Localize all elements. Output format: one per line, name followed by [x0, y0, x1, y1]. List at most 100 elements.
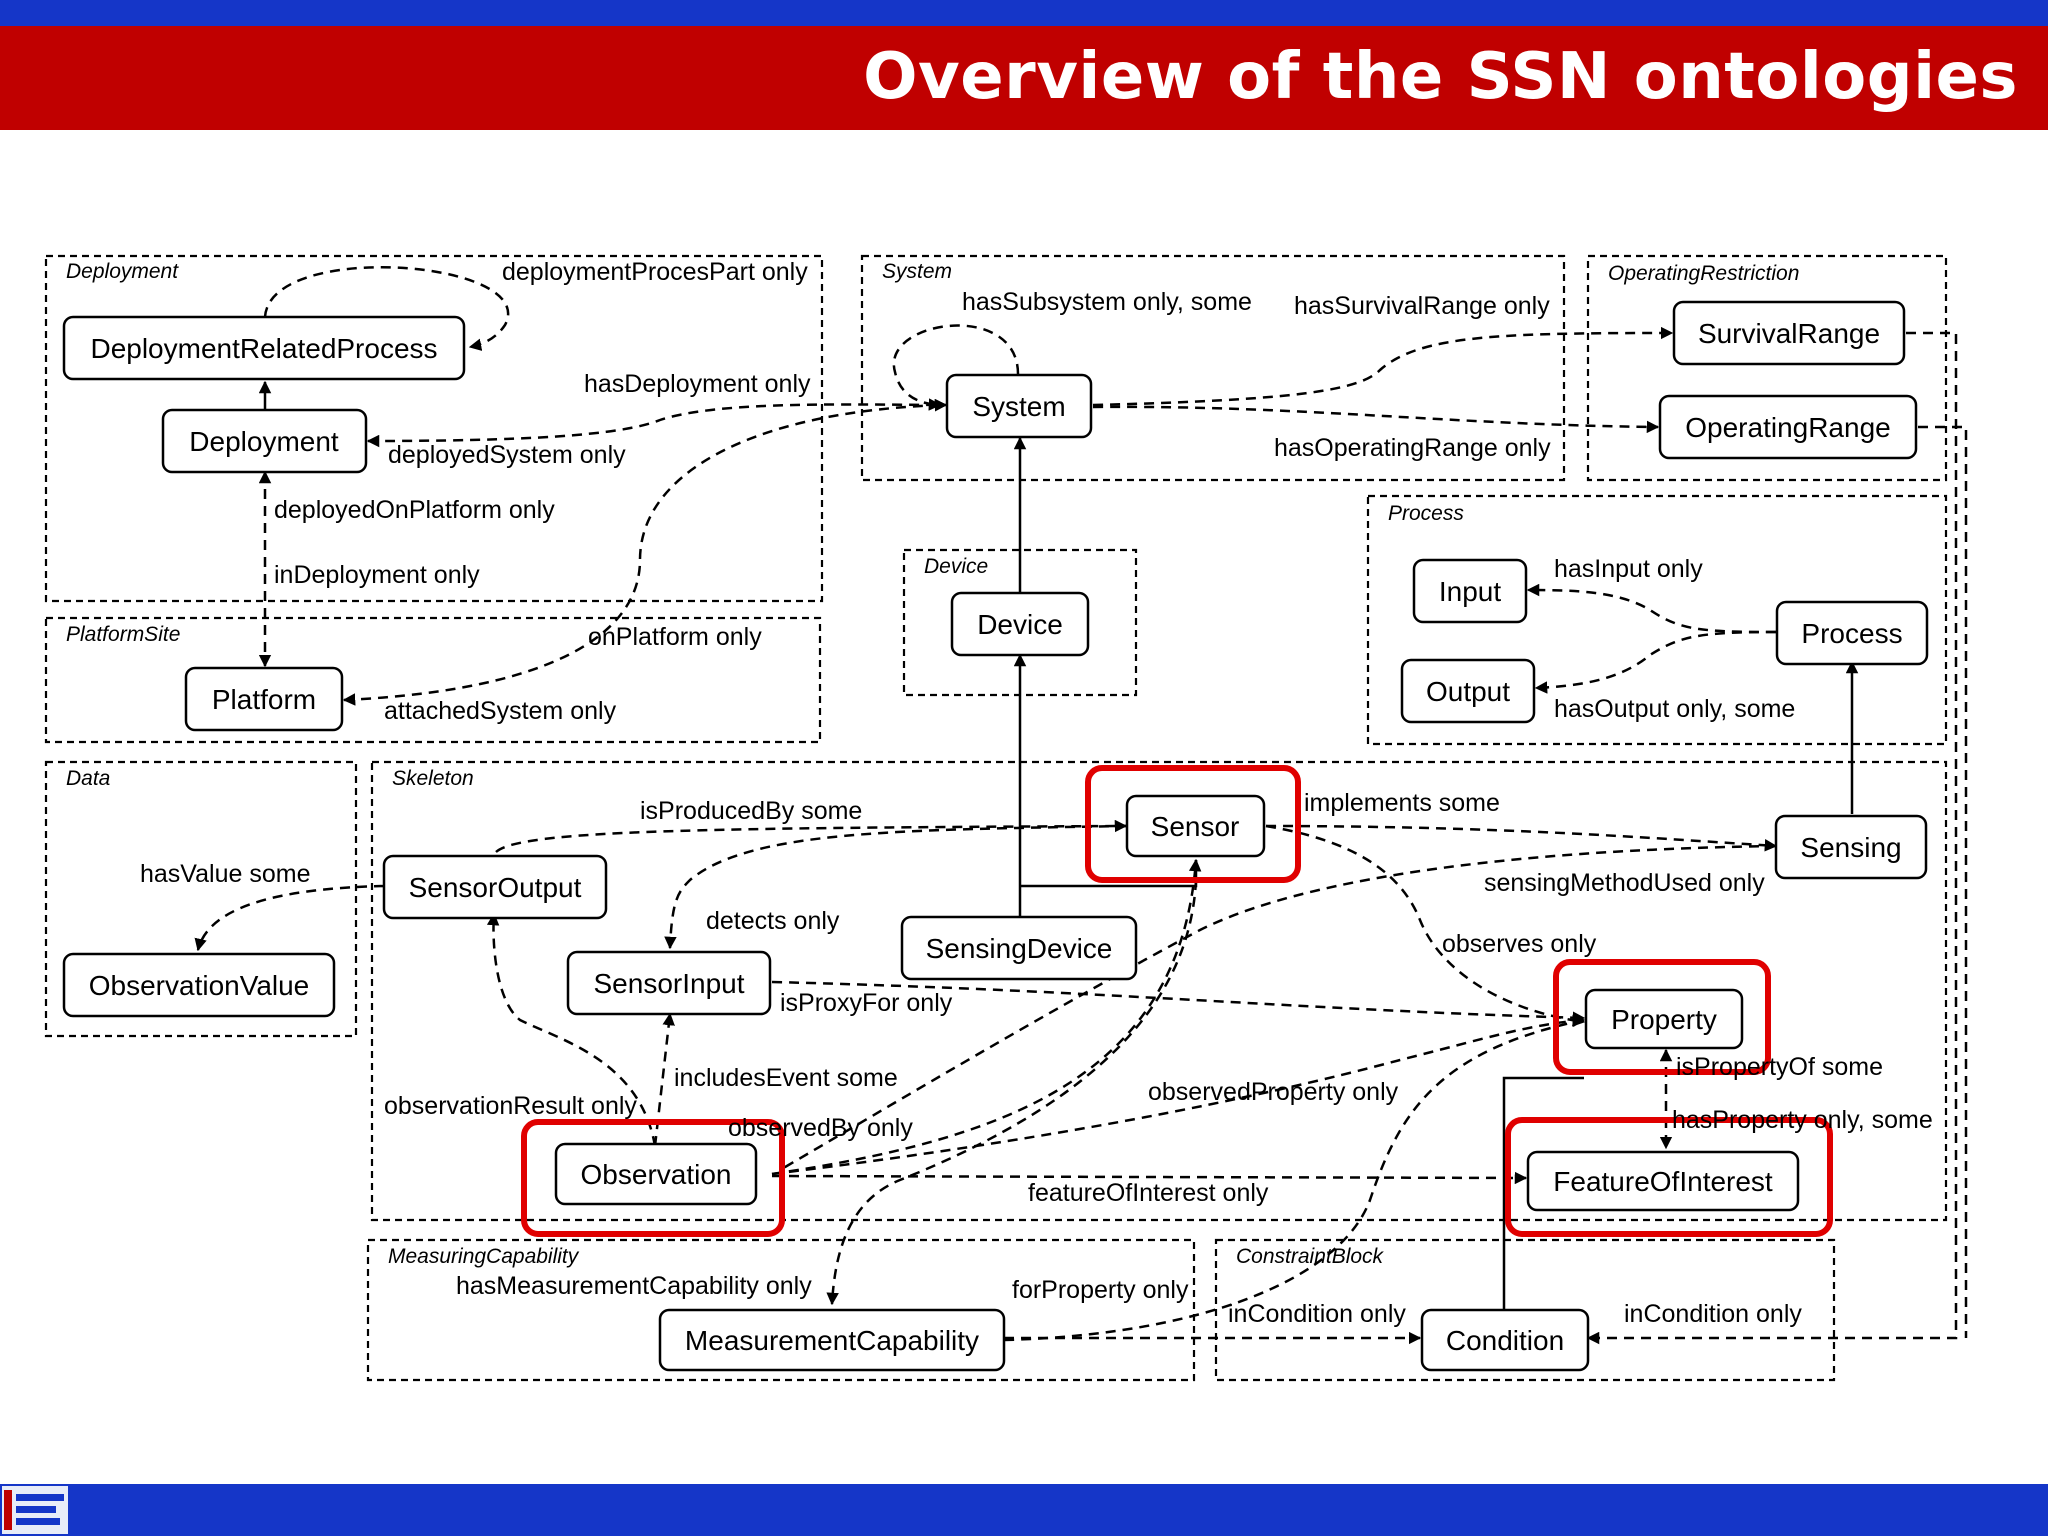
node-label: Input [1439, 576, 1501, 607]
edge-label-observed-property: observedProperty only [1148, 1078, 1399, 1106]
node-deployment-related-process[interactable]: DeploymentRelatedProcess [62, 315, 466, 381]
node-label: SensorInput [594, 968, 745, 999]
group-label-measuring-capability: MeasuringCapability [388, 1245, 580, 1268]
edge-for-property [1003, 1018, 1585, 1342]
footer-band [0, 1484, 2048, 1536]
edge-label-deployed-on-platform: deployedOnPlatform only [274, 496, 555, 524]
node-label: SurvivalRange [1698, 318, 1880, 349]
edge-operating-range-bracket [1918, 425, 1968, 1338]
node-label: FeatureOfInterest [1553, 1166, 1773, 1197]
edge-has-survival-range [1092, 326, 1674, 407]
node-sensing[interactable]: Sensing [1774, 814, 1928, 880]
edge-has-output [1534, 630, 1777, 694]
node-label: Sensor [1151, 811, 1240, 842]
node-property[interactable]: Property [1584, 988, 1744, 1050]
edge-feature-of-interest [771, 1171, 1528, 1185]
edge-label-sensing-method-used: sensingMethodUsed only [1484, 869, 1765, 897]
group-labels: Deployment PlatformSite System Operating… [66, 260, 1799, 1268]
node-deployment[interactable]: Deployment [161, 408, 368, 474]
header-top-band [0, 0, 2048, 26]
node-label: Sensing [1800, 832, 1901, 863]
node-sensor[interactable]: Sensor [1125, 794, 1266, 858]
edge-label-includes-event: includesEvent some [674, 1064, 898, 1092]
edge-label-deployed-system: deployedSystem only [388, 441, 626, 469]
group-label-skeleton: Skeleton [392, 767, 474, 790]
group-label-device: Device [924, 555, 988, 578]
nodes: DeploymentRelatedProcess Deployment Plat… [62, 300, 1929, 1372]
group-label-deployment: Deployment [66, 260, 179, 283]
edge-label-is-produced-by: isProducedBy some [640, 797, 862, 825]
slide-title: Overview of the SSN ontologies [863, 40, 2018, 114]
edge-label-in-deployment: inDeployment only [274, 561, 480, 589]
edge-observes [1265, 824, 1586, 1027]
edge-condition-to-property [1502, 1076, 1584, 1310]
node-label: Deployment [189, 426, 339, 457]
node-label: DeploymentRelatedProcess [90, 333, 437, 364]
edge-label-feature-of-interest: featureOfInterest only [1028, 1179, 1269, 1207]
highlight-property [1553, 959, 1771, 1075]
edge-observed-by [771, 858, 1202, 1176]
edge-label-is-proxy-for: isProxyFor only [780, 989, 953, 1017]
node-survival-range[interactable]: SurvivalRange [1672, 300, 1906, 366]
node-feature-of-interest[interactable]: FeatureOfInterest [1526, 1150, 1800, 1212]
group-box-system [860, 254, 1566, 482]
node-label: System [972, 391, 1065, 422]
group-box-data [44, 760, 358, 1038]
node-sensor-output[interactable]: SensorOutput [382, 854, 608, 920]
title-bar [0, 26, 2048, 130]
edge-label-observed-by: observedBy only [728, 1114, 913, 1142]
node-operating-range[interactable]: OperatingRange [1658, 394, 1918, 460]
node-label: Device [977, 609, 1063, 640]
edge-label-observation-result: observationResult only [384, 1092, 637, 1120]
ontology-group-logo-icon [2, 1486, 68, 1534]
node-input[interactable]: Input [1412, 558, 1528, 624]
group-box-measuring-capability [366, 1238, 1196, 1382]
node-label: Process [1801, 618, 1902, 649]
edge-label-deployment-proces-part: deploymentProcesPart only [502, 258, 808, 286]
node-platform[interactable]: Platform [184, 666, 344, 732]
node-label: OperatingRange [1685, 412, 1890, 443]
edge-detects [664, 824, 1127, 950]
edge-has-measurement-capability [826, 879, 1198, 1306]
edge-has-input [1526, 583, 1777, 634]
node-measurement-capability[interactable]: MeasurementCapability [658, 1308, 1006, 1372]
edge-label-has-output: hasOutput only, some [1554, 695, 1795, 723]
node-observation[interactable]: Observation [554, 1142, 758, 1206]
node-output[interactable]: Output [1400, 658, 1536, 724]
edge-has-subsystem [892, 324, 1020, 411]
edge-label-observes: observes only [1442, 930, 1597, 958]
node-process[interactable]: Process [1775, 600, 1929, 666]
edge-label-has-survival-range: hasSurvivalRange only [1294, 292, 1550, 320]
group-box-operating-restriction [1586, 254, 1948, 482]
edge-includes-event [653, 1012, 675, 1147]
edge-label-in-condition-right: inCondition only [1624, 1300, 1802, 1328]
edge-labels: deploymentProcesPart only hasDeployment … [140, 258, 1933, 1328]
node-sensor-input[interactable]: SensorInput [566, 950, 772, 1016]
edge-label-has-input: hasInput only [1554, 555, 1703, 583]
edge-deployment-proces-part [263, 266, 510, 351]
edge-label-has-subsystem: hasSubsystem only, some [962, 288, 1252, 316]
node-observation-value[interactable]: ObservationValue [62, 952, 336, 1018]
edge-deployed-system [366, 398, 948, 448]
node-system[interactable]: System [945, 373, 1093, 439]
node-condition[interactable]: Condition [1420, 1308, 1590, 1372]
edge-has-value [194, 884, 385, 952]
edge-label-detects: detects only [706, 907, 840, 935]
edges [194, 266, 1968, 1345]
edge-attached-system [342, 399, 948, 706]
group-label-platform-site: PlatformSite [66, 623, 180, 646]
edge-label-has-value: hasValue some [140, 860, 310, 888]
edge-label-in-condition-left: inCondition only [1228, 1300, 1406, 1328]
edge-sensing-method-used [779, 844, 1777, 1172]
group-label-process: Process [1388, 502, 1464, 525]
node-label: Property [1611, 1004, 1717, 1035]
group-label-system: System [882, 260, 952, 283]
edge-label-attached-system: attachedSystem only [384, 697, 617, 725]
highlight-observation [521, 1119, 785, 1237]
edge-label-has-property: hasProperty only, some [1672, 1106, 1933, 1134]
group-label-operating-restriction: OperatingRestriction [1608, 262, 1799, 285]
node-sensing-device[interactable]: SensingDevice [900, 915, 1138, 981]
edge-label-for-property: forProperty only [1012, 1276, 1189, 1304]
node-device[interactable]: Device [950, 591, 1090, 657]
